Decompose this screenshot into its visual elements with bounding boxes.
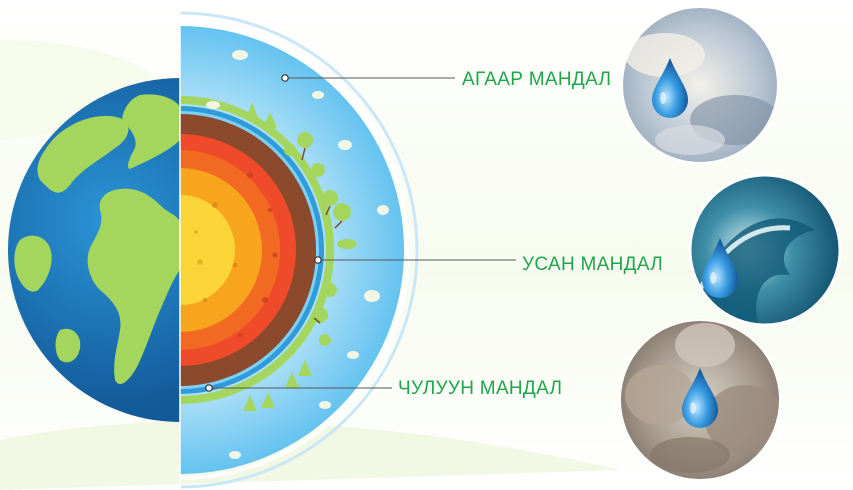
hydrosphere-label: УСАН МАНДАЛ — [522, 255, 663, 275]
lithosphere-label: ЧУЛУУН МАНДАЛ — [398, 379, 562, 399]
atmosphere-label: АГААР МАНДАЛ — [462, 70, 611, 90]
hydrosphere-photo — [685, 170, 845, 330]
atmosphere-photo — [620, 5, 780, 165]
